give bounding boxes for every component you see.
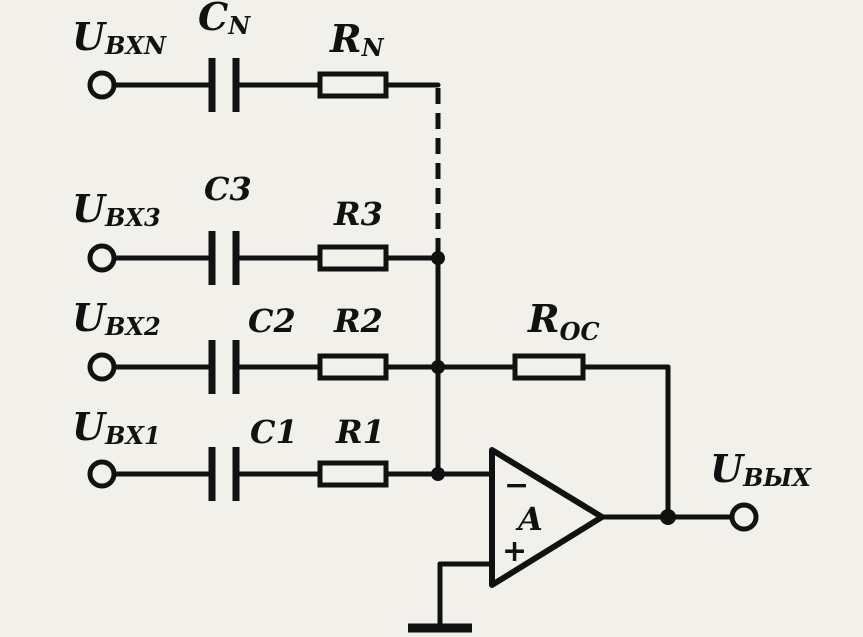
resistor-label-2: R2 xyxy=(333,302,383,340)
resistor-3 xyxy=(317,244,389,272)
resistor-label-n: RN xyxy=(329,16,385,62)
input-branch-3: UBX3 C3 R3 xyxy=(72,170,445,285)
ground xyxy=(408,561,495,633)
feedback-branch: ROC xyxy=(512,296,671,520)
input-label-n: UBXN xyxy=(72,14,167,60)
junction-dot xyxy=(660,509,676,525)
input-branch-n: UBXN CN RN xyxy=(72,0,441,255)
input-label-2: UBX2 xyxy=(72,295,161,341)
resistor-n xyxy=(317,71,389,99)
output-label: UBЫX xyxy=(710,446,812,492)
capacitor-label-1: C1 xyxy=(250,413,298,451)
resistor-2 xyxy=(317,353,389,381)
capacitor-label-3: C3 xyxy=(204,170,252,208)
inverting-input-sign: − xyxy=(504,468,529,503)
resistor-label-1: R1 xyxy=(335,413,385,451)
resistor-label-3: R3 xyxy=(333,195,383,233)
resistor-1 xyxy=(317,460,389,488)
input-terminal-3 xyxy=(87,243,117,273)
opamp: − + A xyxy=(489,447,605,588)
input-branch-1: UBX1 C1 R1 xyxy=(72,404,495,501)
input-label-3: UBX3 xyxy=(72,186,161,232)
capacitor-label-2: C2 xyxy=(248,302,296,340)
input-terminal-n xyxy=(87,70,117,100)
input-terminal-1 xyxy=(87,459,117,489)
input-branch-2: UBX2 C2 R2 xyxy=(72,295,518,394)
output-branch: UBЫX xyxy=(599,446,812,532)
feedback-resistor-label: ROC xyxy=(527,296,600,346)
noninverting-input-sign: + xyxy=(502,534,527,569)
output-terminal xyxy=(729,502,759,532)
capacitor-label-n: CN xyxy=(198,0,251,40)
opamp-label: A xyxy=(515,500,543,538)
feedback-resistor xyxy=(512,353,586,381)
input-label-1: UBX1 xyxy=(72,404,161,450)
input-terminal-2 xyxy=(87,352,117,382)
opamp-triangle xyxy=(489,447,605,588)
